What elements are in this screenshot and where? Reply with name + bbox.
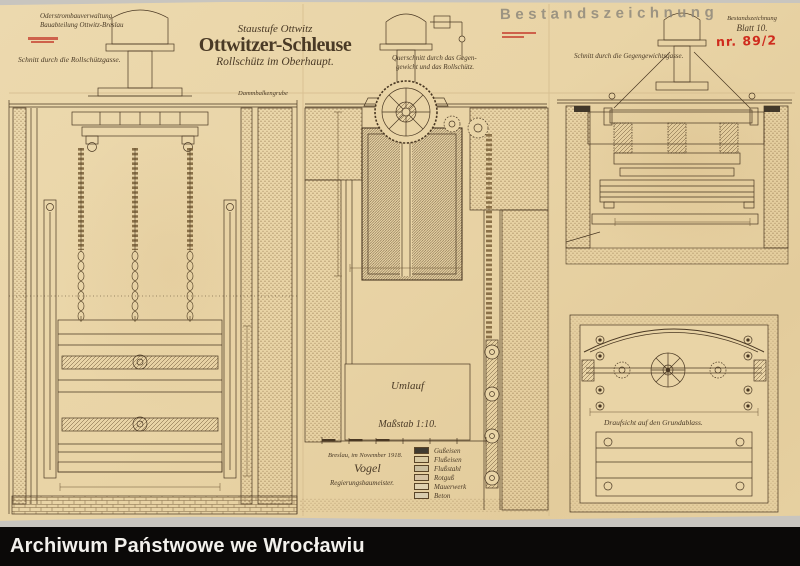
signature-title: Regierungsbaumeister. (330, 479, 394, 487)
caption-right-view: Schnitt durch die Gegengewichtsgasse. (574, 52, 684, 60)
drawing-linework (8, 4, 795, 516)
legend-item: Gußeisen (414, 446, 466, 455)
archive-name: Archiwum Państwowe we Wrocławiu (10, 535, 365, 557)
red-annotation (502, 32, 536, 34)
legend-swatch (414, 465, 429, 472)
red-stamp (31, 41, 54, 43)
material-legend: Gußeisen Flußeisen Flußstahl Rotguß Maue… (414, 446, 466, 500)
top-right-note: Bestandszeichnung (727, 15, 777, 22)
red-number-stamp: nr. 89/2 (715, 32, 778, 50)
left-section-view (8, 9, 298, 515)
umlauf-label: Umlauf (391, 380, 424, 392)
dammbalken-label: Dammbalkengrube (238, 90, 288, 97)
legend-label: Rotguß (434, 473, 455, 482)
plan-view (569, 314, 779, 513)
legend-label: Flußstahl (434, 464, 461, 473)
legend-item: Flußeisen (414, 455, 466, 464)
red-stamp (28, 37, 58, 40)
title-line1: Staustufe Ottwitz (237, 23, 313, 35)
caption-middle-line2: gewicht und das Rollschütz. (396, 63, 475, 71)
legend-item: Rotguß (414, 473, 466, 482)
legend-swatch (414, 456, 429, 463)
title-line3: Rollschütz im Oberhaupt. (216, 56, 334, 68)
red-annotation (502, 36, 524, 38)
legend-item: Mauerwerk (414, 482, 466, 491)
caption-left-view: Schnitt durch die Rollschützgasse. (18, 55, 121, 64)
signature-place-date: Breslau, im November 1918. (328, 452, 403, 459)
bestandszeichnung-stamp: Bestandszeichnung (499, 3, 719, 24)
title-block: Staustufe Ottwitz Ottwitzer-Schleuse Rol… (188, 23, 362, 68)
legend-swatch (414, 492, 429, 499)
right-section-view (557, 12, 792, 265)
sheet-number: Blatt 10. (736, 23, 768, 33)
legend-label: Flußeisen (434, 455, 462, 464)
drawing-title: Ottwitzer-Schleuse (198, 34, 352, 56)
authority-line2: Bauabteilung Ottwitz-Breslau (40, 21, 124, 29)
legend-item: Beton (414, 491, 466, 500)
signature-name: Vogel (354, 461, 381, 475)
legend-swatch (414, 483, 429, 490)
caption-plan-view: Draufsicht auf den Grundablass. (604, 418, 703, 427)
legend-label: Mauerwerk (434, 482, 467, 491)
legend-label: Gußeisen (434, 446, 461, 455)
legend-swatch (414, 447, 429, 454)
caption-middle-line1: Querschnitt durch das Gegen- (392, 54, 477, 62)
middle-section-view (300, 13, 549, 512)
scale-label: Maßstab 1:10. (378, 419, 437, 430)
legend-item: Flußstahl (414, 464, 466, 473)
authority-line1: Oderstrombauverwaltung (40, 12, 113, 20)
legend-label: Beton (434, 491, 451, 500)
archive-footer-bar: Archiwum Państwowe we Wrocławiu (0, 527, 800, 566)
legend-swatch (414, 474, 429, 481)
